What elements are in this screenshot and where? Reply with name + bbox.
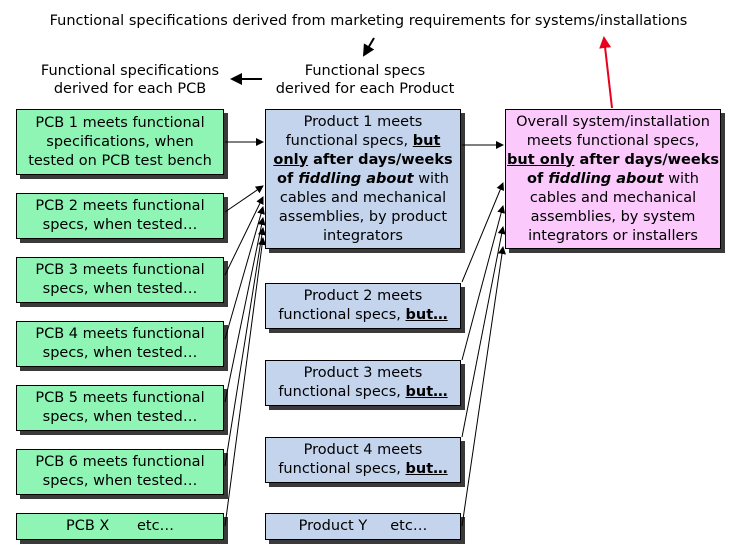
- pcb-3-line-2: specs, when tested…: [42, 281, 198, 297]
- pcb-1-line-3: tested on PCB test bench: [28, 152, 212, 169]
- system-fiddling: fiddling about: [548, 170, 664, 187]
- product-2-line-2a: functional specs,: [278, 307, 406, 323]
- product-2-box: Product 2 meets functional specs, but…: [265, 283, 461, 329]
- product-2-line-1: Product 2 meets: [303, 288, 423, 304]
- product-1-line-6: assemblies, by product: [278, 208, 448, 225]
- pcb-6-line-1: PCB 6 meets functional: [35, 454, 205, 470]
- product-1-line-5: cables and mechanical: [279, 189, 447, 206]
- product-1-line-2a: functional specs,: [285, 132, 413, 149]
- system-line-2: meets functional specs,: [526, 132, 700, 149]
- pcb-5-line-1: PCB 5 meets functional: [35, 390, 205, 406]
- pcb-5-line-2: specs, when tested…: [42, 409, 198, 425]
- pcb-2-box: PCB 2 meets functional specs, when teste…: [16, 193, 224, 239]
- pcb-x-arrow: [224, 237, 267, 527]
- product-1-line-3: only after days/weeks: [266, 151, 460, 170]
- product-2-arrow: [461, 182, 505, 283]
- product-header: Functional specs derived for each Produc…: [262, 62, 468, 98]
- system-box: Overall system/installation meets functi…: [505, 109, 721, 249]
- feedback-arrow: [599, 36, 613, 109]
- product-3-arrow: [461, 205, 506, 361]
- product-1-line-4: of fiddling about with: [266, 170, 460, 189]
- product-4-but: but…: [405, 461, 448, 477]
- pcb-3-line-1: PCB 3 meets functional: [35, 262, 205, 278]
- product-1-with: with: [413, 170, 449, 187]
- product-4-box: Product 4 meets functional specs, but…: [265, 437, 461, 483]
- pcb-1-line-1: PCB 1 meets functional: [35, 114, 205, 131]
- system-of: of: [527, 170, 549, 187]
- product-1-box: Product 1 meets functional specs, but on…: [265, 109, 461, 249]
- product-3-but: but…: [405, 384, 448, 400]
- pcb-header: Functional specifications derived for ea…: [20, 62, 240, 98]
- pcb-5-box: PCB 5 meets functional specs, when teste…: [16, 385, 224, 431]
- product-2-line-2: functional specs, but…: [266, 306, 460, 325]
- product-y-line-1: Product Y etc…: [298, 518, 428, 534]
- product-3-box: Product 3 meets functional specs, but…: [265, 360, 461, 406]
- title-to-product-header-arrow: [362, 37, 375, 57]
- system-line-7: integrators or installers: [528, 227, 698, 244]
- pcb-2-line-1: PCB 2 meets functional: [35, 198, 205, 214]
- product-1-line-1: Product 1 meets: [303, 113, 423, 130]
- diagram-title: Functional specifications derived from m…: [49, 13, 688, 29]
- system-with: with: [663, 170, 699, 187]
- product-1-of: of: [277, 170, 299, 187]
- product-y-arrow: [461, 246, 506, 527]
- pcb-6-arrow: [224, 227, 266, 467]
- pcb-3-box: PCB 3 meets functional specs, when teste…: [16, 257, 224, 303]
- pcb-x-line-1: PCB X etc…: [65, 518, 175, 534]
- product-1-line-7: integrators: [323, 227, 403, 244]
- product-4-line-2a: functional specs,: [278, 461, 406, 477]
- product-1-after: after days/weeks: [308, 151, 453, 168]
- pcb-6-line-2: specs, when tested…: [42, 473, 198, 489]
- product-3-line-2a: functional specs,: [278, 384, 406, 400]
- pcb-2-line-2: specs, when tested…: [42, 217, 198, 233]
- product-1-but: but: [412, 132, 441, 149]
- product-1-only: only: [273, 151, 309, 168]
- product-1-line-2: functional specs, but: [266, 132, 460, 151]
- system-line-5: cables and mechanical: [529, 189, 697, 206]
- system-line-4: of fiddling about with: [506, 170, 720, 189]
- product-4-line-2: functional specs, but…: [266, 460, 460, 479]
- product-3-line-1: Product 3 meets: [303, 365, 423, 381]
- pcb-1-box: PCB 1 meets functional specifications, w…: [16, 109, 224, 175]
- product-header-line-1: Functional specs: [304, 63, 426, 79]
- product-4-line-1: Product 4 meets: [303, 442, 423, 458]
- product-4-arrow: [461, 226, 506, 438]
- product-header-line-2: derived for each Product: [275, 81, 455, 97]
- pcb-header-line-1: Functional specifications: [40, 63, 220, 79]
- pcb-x-box: PCB X etc…: [16, 513, 224, 540]
- pcb-2-arrow: [224, 185, 264, 213]
- pcb-1-line-2: specifications, when: [46, 133, 194, 150]
- product-1-fiddling: fiddling about: [298, 170, 414, 187]
- pcb-4-line-1: PCB 4 meets functional: [35, 326, 205, 342]
- product-2-but: but…: [405, 307, 448, 323]
- pcb-5-arrow: [224, 217, 266, 403]
- pcb-header-line-2: derived for each PCB: [53, 81, 207, 97]
- product-3-line-2: functional specs, but…: [266, 383, 460, 402]
- system-after: after days/weeks: [574, 151, 719, 168]
- product-y-box: Product Y etc…: [265, 513, 461, 540]
- pcb-6-box: PCB 6 meets functional specs, when teste…: [16, 449, 224, 495]
- system-but-only: but only: [507, 151, 575, 168]
- system-line-1: Overall system/installation: [516, 113, 710, 130]
- pcb-4-box: PCB 4 meets functional specs, when teste…: [16, 321, 224, 367]
- pcb-4-arrow: [224, 206, 265, 340]
- pcb-3-arrow: [224, 196, 264, 276]
- system-line-6: assemblies, by system: [530, 208, 696, 225]
- pcb-4-line-2: specs, when tested…: [42, 345, 198, 361]
- system-line-3: but only after days/weeks: [506, 151, 720, 170]
